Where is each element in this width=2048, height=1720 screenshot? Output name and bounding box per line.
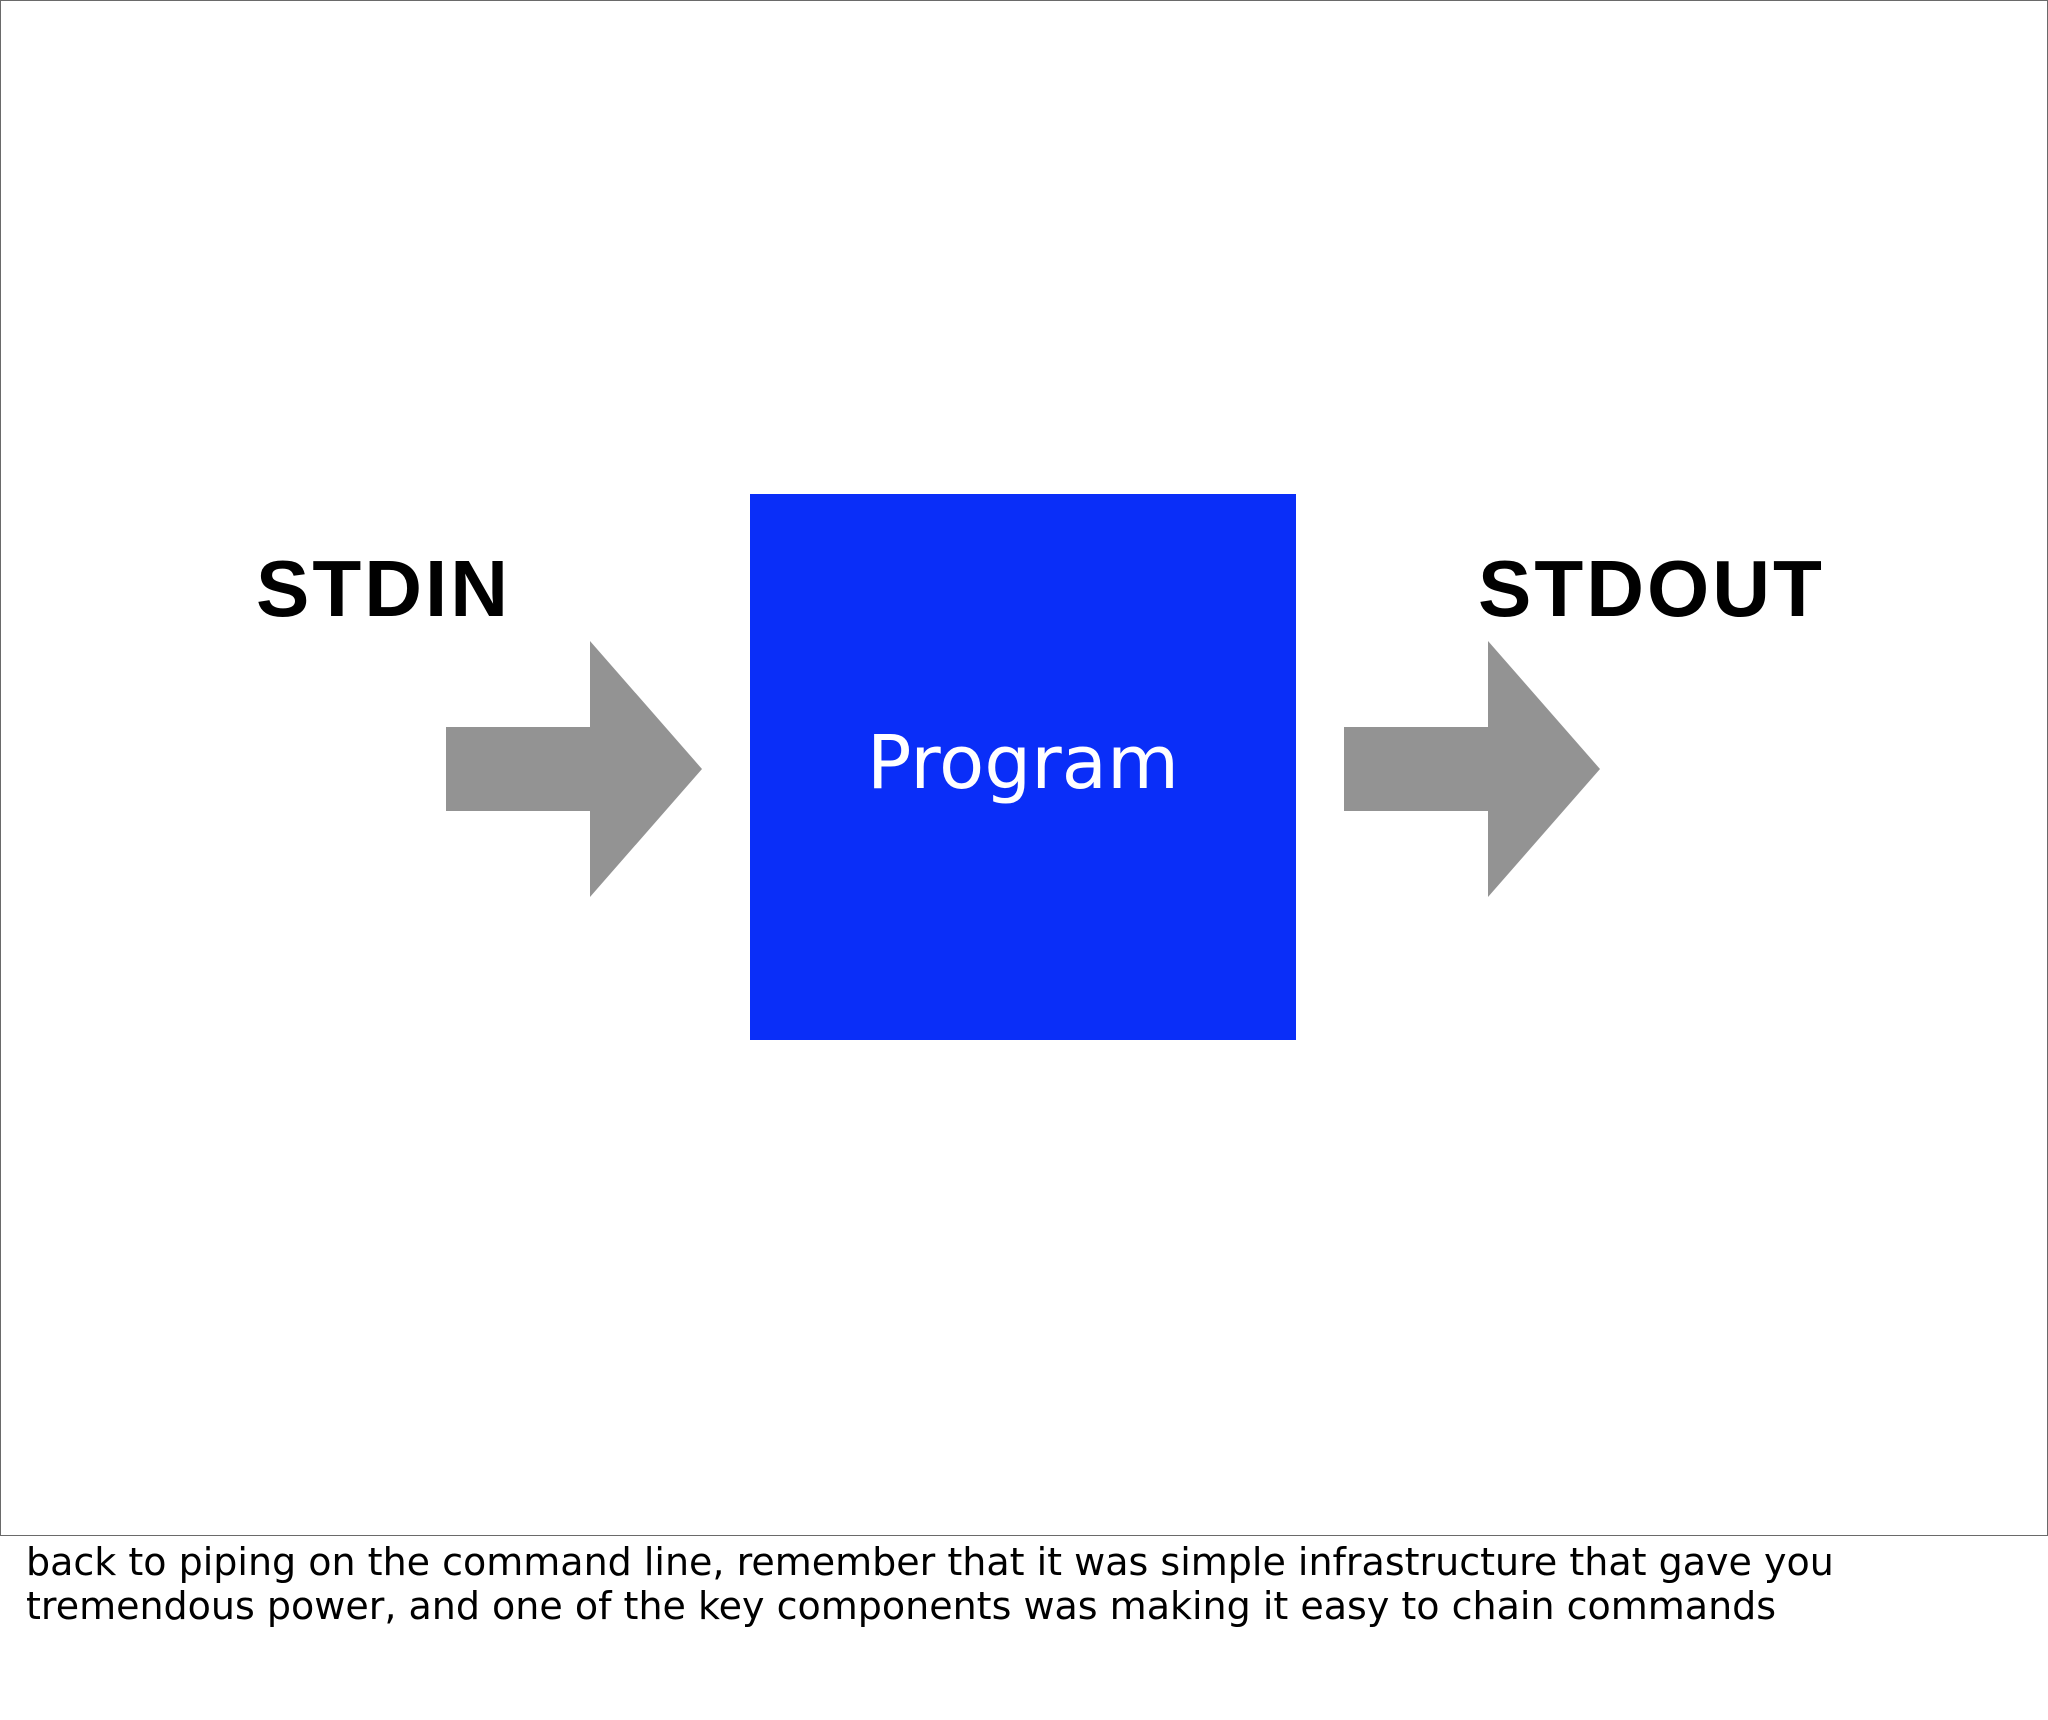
output-arrow-icon bbox=[1344, 641, 1600, 897]
slide: STDIN STDOUT Program bbox=[0, 0, 2048, 1536]
program-label: Program bbox=[866, 720, 1180, 806]
notes-line-1: back to piping on the command line, reme… bbox=[26, 1540, 1834, 1584]
stdin-label: STDIN bbox=[256, 544, 511, 633]
stdout-label: STDOUT bbox=[1478, 544, 1825, 633]
program-box: Program bbox=[750, 494, 1296, 1040]
speaker-notes: back to piping on the command line, reme… bbox=[26, 1540, 2016, 1628]
notes-line-2: tremendous power, and one of the key com… bbox=[26, 1584, 1777, 1628]
output-arrow-shape bbox=[1344, 641, 1600, 897]
input-arrow-icon bbox=[446, 641, 702, 897]
input-arrow-shape bbox=[446, 641, 702, 897]
